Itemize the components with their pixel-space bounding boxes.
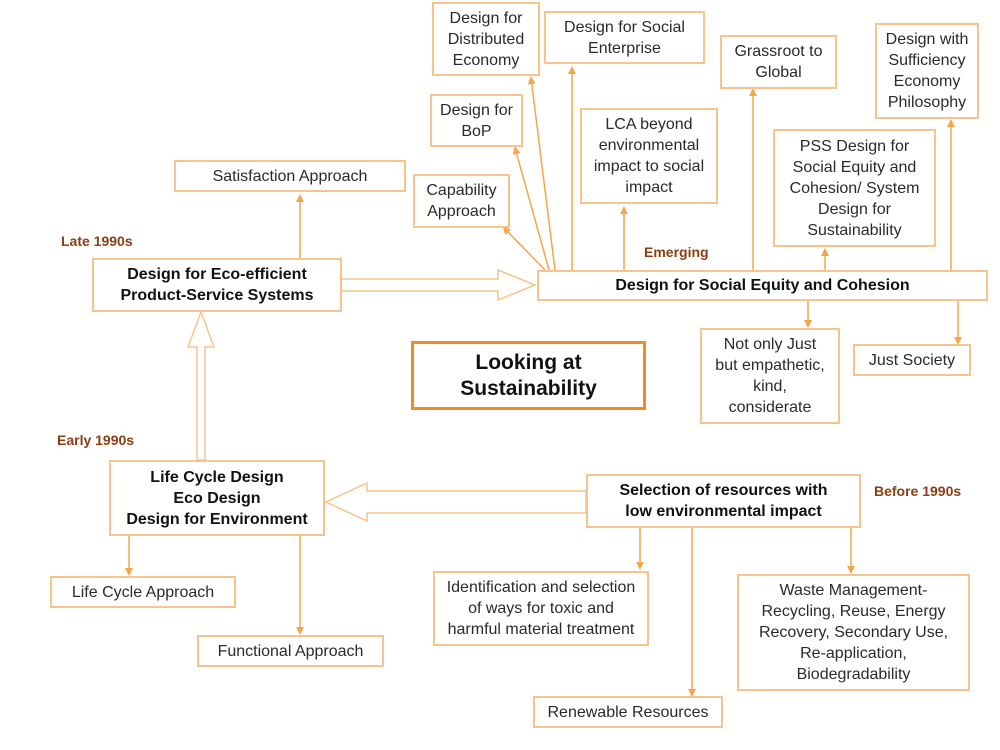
arrow-social-bop (512, 146, 550, 271)
node-life-cycle-approach: Life Cycle Approach (50, 576, 236, 608)
diagram-title: Looking at Sustainability (411, 341, 646, 410)
node-grassroot-to-global: Grassroot to Global (720, 35, 837, 89)
node-design-for-bop: Design for BoP (430, 94, 523, 147)
node-lca-social-impact: LCA beyond environmental impact to socia… (580, 108, 718, 204)
node-distributed-economy: Design for Distributed Economy (432, 2, 540, 76)
node-satisfaction-approach: Satisfaction Approach (174, 160, 406, 192)
arrow-social-capability (502, 226, 546, 271)
node-sufficiency-economy: Design with Sufficiency Economy Philosop… (875, 23, 979, 119)
node-social-enterprise: Design for Social Enterprise (544, 11, 705, 64)
node-resource-selection: Selection of resources with low environm… (586, 474, 861, 528)
big-arrow-selection-to-lifecycle (324, 481, 587, 523)
big-arrow-pss-to-social (340, 268, 537, 302)
node-pss-social-equity: PSS Design for Social Equity and Cohesio… (773, 129, 936, 247)
node-empathetic-kind: Not only Just but empathetic, kind, cons… (700, 328, 840, 424)
big-arrow-lifecycle-to-pss (186, 309, 216, 461)
node-waste-management: Waste Management- Recycling, Reuse, Ener… (737, 574, 970, 691)
node-life-cycle-design: Life Cycle Design Eco Design Design for … (109, 460, 325, 536)
era-label-early-1990s: Early 1990s (57, 432, 135, 448)
node-eco-efficient-pss: Design for Eco-efficient Product-Service… (92, 258, 342, 312)
node-social-equity-cohesion: Design for Social Equity and Cohesion (537, 270, 988, 301)
arrow-social-distributed (527, 76, 556, 271)
node-renewable-resources: Renewable Resources (533, 696, 723, 728)
era-label-late-1990s: Late 1990s (61, 233, 133, 249)
node-toxic-material-treatment: Identification and selection of ways for… (433, 571, 649, 646)
node-just-society: Just Society (853, 344, 971, 376)
era-label-emerging: Emerging (644, 244, 709, 260)
node-capability-approach: Capability Approach (413, 174, 510, 228)
era-label-before-1990s: Before 1990s (874, 483, 962, 499)
node-functional-approach: Functional Approach (197, 635, 384, 667)
